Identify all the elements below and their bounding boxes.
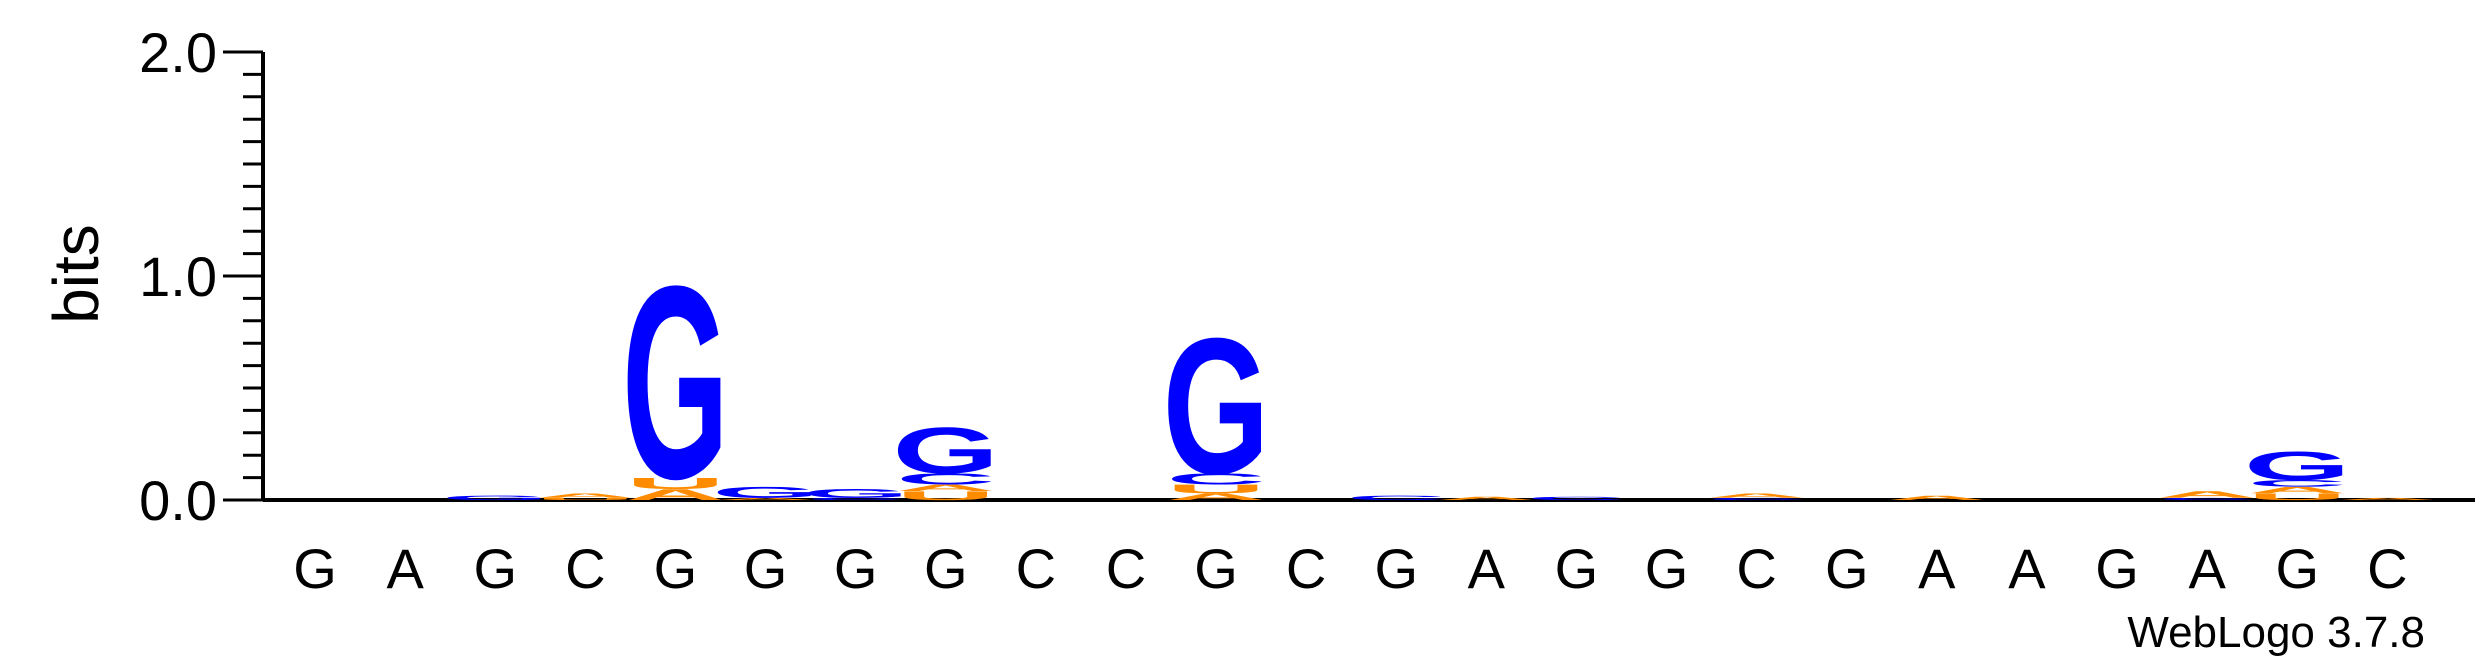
logo-letter-a: A (1887, 494, 1986, 501)
logo-letter-c: C (896, 470, 995, 488)
logo-letter-a: A (1166, 492, 1265, 502)
logo-letter-a: A (716, 497, 815, 501)
y-axis-label: bits (40, 224, 112, 324)
logo-letter-u: U (2248, 492, 2347, 502)
position-label: G (1194, 537, 1238, 600)
logo-letter-g: G (802, 486, 909, 500)
logo-letter-a: A (896, 483, 995, 493)
position-label: C (1106, 537, 1146, 600)
logo-letter-u: U (896, 489, 995, 503)
logo-letter-g: G (622, 230, 729, 537)
logo-letter-g: G (892, 413, 999, 487)
logo-letter-a: A (2338, 497, 2437, 501)
logo-letter-c: C (1527, 496, 1626, 501)
position-label: G (473, 537, 517, 600)
logo-letter-c: C (1166, 470, 1265, 488)
position-label: G (2095, 537, 2139, 600)
y-axis-ticks: 0.0 1.0 2.0 (139, 21, 263, 532)
logo-letter-c: C (2157, 497, 2256, 501)
logo-letter-a: A (536, 492, 635, 499)
y-axis: 0.0 1.0 2.0 bits (40, 21, 265, 532)
y-tick-label: 0.0 (139, 469, 217, 532)
logo-letter-g: G (1163, 298, 1270, 515)
logo-letter-c: C (2248, 478, 2347, 488)
position-label: A (386, 537, 424, 600)
logo-letter-a: A (1707, 492, 1806, 499)
position-label: C (1016, 537, 1056, 600)
weblogo-credit: WebLogo 3.7.8 (2127, 608, 2425, 657)
position-label: G (1645, 537, 1689, 600)
position-label: G (1555, 537, 1599, 600)
logo-letter-a: A (2158, 489, 2257, 499)
position-label: A (1918, 537, 1956, 600)
logo-letter-a: A (626, 486, 725, 504)
position-label: G (293, 537, 337, 600)
position-label: A (2188, 537, 2226, 600)
logo-letter-u: U (1166, 482, 1265, 496)
position-label: C (2367, 537, 2407, 600)
logo-letter-a: A (2248, 485, 2347, 495)
logo-letter-c: C (1707, 497, 1806, 501)
position-label: G (924, 537, 968, 600)
logo-letter-a: A (1437, 496, 1536, 501)
logo-letter-c: C (806, 497, 905, 501)
position-label: A (2008, 537, 2046, 600)
logo-letter-g: G (442, 494, 549, 501)
position-label: G (744, 537, 788, 600)
logo-letter-g: G (712, 484, 819, 502)
position-label: G (1825, 537, 1869, 600)
y-tick-label: 2.0 (139, 21, 217, 84)
y-tick-label: 1.0 (139, 245, 217, 308)
position-label: A (1468, 537, 1506, 600)
position-label: G (2275, 537, 2319, 600)
logo-letter-u: U (626, 475, 725, 493)
logo-letter-u: U (536, 497, 635, 501)
position-label: C (565, 537, 605, 600)
logo-letter-g: G (2244, 443, 2351, 488)
position-label: G (1374, 537, 1418, 600)
position-label: C (1286, 537, 1326, 600)
logo-letter-c: C (1347, 494, 1446, 501)
position-label: G (654, 537, 698, 600)
position-label: G (834, 537, 878, 600)
position-label: C (1736, 537, 1776, 600)
